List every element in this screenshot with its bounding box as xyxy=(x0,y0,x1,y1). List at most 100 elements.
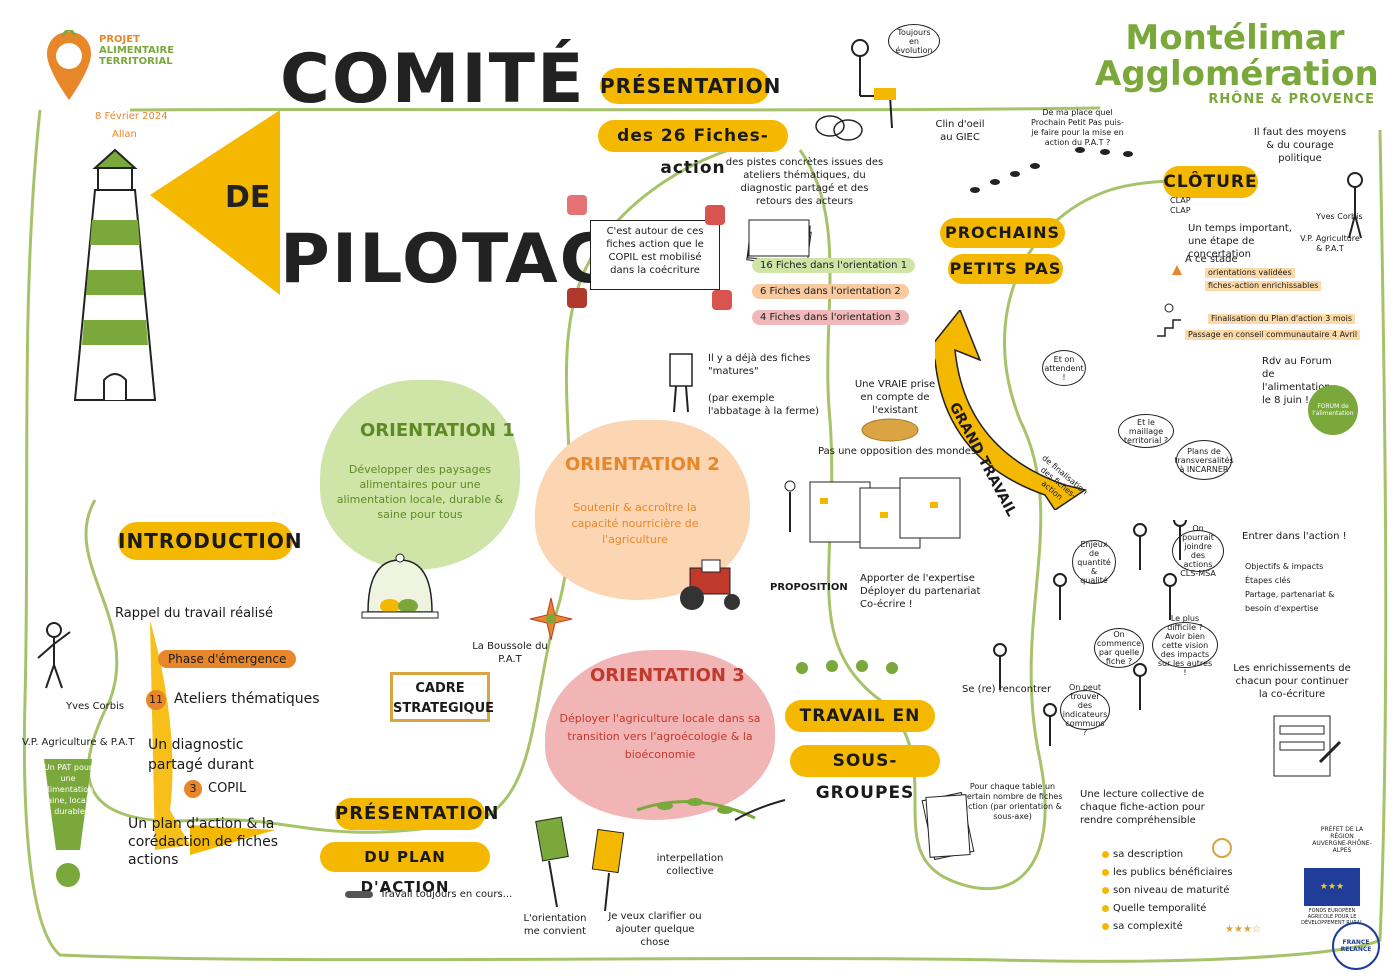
sous-groupes-line1: TRAVAIL EN xyxy=(785,700,935,732)
cloture-moyens: Il faut des moyens & du courage politiqu… xyxy=(1253,127,1347,164)
intro-phase: Phase d'émergence xyxy=(158,650,297,668)
hand-icon xyxy=(567,195,587,215)
intro-rappel: Rappel du travail réalisé xyxy=(115,606,274,621)
rencontrer-text: Se (re) rencontrer xyxy=(962,684,1052,695)
speech-bubble: Plans de transversalités à INCARNER xyxy=(1174,440,1234,480)
orientation2-title: ORIENTATION 2 xyxy=(565,454,720,475)
event-date: 8 Février 2024 xyxy=(95,111,168,122)
hand-icon xyxy=(712,290,732,310)
copil-note: C'est autour de ces fiches action que le… xyxy=(590,220,720,290)
hand-icon xyxy=(705,205,725,225)
workshop-boards-icon xyxy=(784,477,961,549)
opposition-text: Pas une opposition des mondes ! xyxy=(818,446,984,457)
lighthouse-icon xyxy=(73,110,280,401)
speech-bubble: Et le maillage territorial ? xyxy=(1118,414,1174,448)
document-character-icon xyxy=(669,353,693,413)
cloture-title: CLÔTURE xyxy=(1163,166,1258,198)
prochains-line2: PETITS PAS xyxy=(948,254,1063,284)
person-left-role: V.P. Agriculture & P.A.T xyxy=(22,737,135,748)
orientation1-title: ORIENTATION 1 xyxy=(360,420,515,441)
cloture-rdv: Rdv au Forum de l'alimentation le 8 juin… xyxy=(1262,356,1332,406)
vraie-prise: Une VRAIE prise en compte de l'existant xyxy=(854,379,936,416)
cadre-strategique: CADRE STRATEGIQUE xyxy=(390,672,494,722)
orientation3-text: Déployer l'agriculture locale dans sa tr… xyxy=(559,712,761,761)
critere-item: son niveau de maturité xyxy=(1102,882,1233,900)
matures-line2: (par exemple l'abbatage à la ferme) xyxy=(708,393,820,417)
person-left-name: Yves Corbis xyxy=(66,701,125,712)
clin-oeil-text: Clin d'oeil au GIEC xyxy=(935,119,985,143)
main-title: COMITÉ DE PILOTAGE xyxy=(225,40,664,320)
intro-plan: Un plan d'action & la corédaction de fic… xyxy=(128,816,279,868)
title-line1: COMITÉ xyxy=(280,40,586,119)
sitting-person-icon xyxy=(815,39,896,141)
lecture-text: Une lecture collective de chaque fiche-a… xyxy=(1080,789,1205,826)
speech-bubble-attendent: Et on attendent ! xyxy=(1042,350,1086,386)
clarifier-text: Je veux clarifier ou ajouter quelque cho… xyxy=(608,911,702,948)
eu-fund-text: FONDS EUROPÉEN AGRICOLE POUR LE DÉVELOPP… xyxy=(1301,908,1363,926)
introduction-title: INTRODUCTION xyxy=(118,522,302,560)
boussole-text: La Boussole du P.A.T xyxy=(472,641,548,665)
interpellation-text: interpellation collective xyxy=(656,853,724,877)
cloture-passage: Passage en conseil communautaire 4 Avril xyxy=(1185,330,1361,340)
cloture-finalisation: Finalisation du Plan d'action 3 mois xyxy=(1208,314,1356,324)
warning-icon xyxy=(1172,265,1182,275)
tractor-icon xyxy=(680,559,740,610)
speech-bubble-evolution: Toujours en évolution xyxy=(888,24,940,58)
stairs-person-icon xyxy=(1157,303,1181,337)
documents-stack-icon xyxy=(921,791,975,861)
eu-flag-icon: ★★★ xyxy=(1304,868,1360,906)
enrichissements-text: Les enrichissements de chacun pour conti… xyxy=(1233,663,1351,700)
pat-logo-line2: ALIMENTAIRE xyxy=(99,45,175,56)
map-pin-icon xyxy=(47,30,91,100)
orientation3-blob xyxy=(545,650,775,820)
hand-icon xyxy=(567,288,587,308)
person-right-name: Yves Corbis xyxy=(1316,212,1363,221)
grand-travail-arrow xyxy=(935,310,1087,510)
speech-bubble: Le plus difficile ? Avoir bien cette vis… xyxy=(1152,614,1218,677)
pat-badge: PAT xyxy=(62,70,79,79)
brand-name2: Agglomération xyxy=(1095,54,1379,94)
entrer-item: Partage, partenariat & besoin d'expertis… xyxy=(1245,590,1335,613)
title-de: DE xyxy=(225,180,271,215)
cloture-stade: A ce stade xyxy=(1185,254,1238,265)
orientation2-text: Soutenir & accroître la capacité nourric… xyxy=(571,501,699,546)
presentation-top-title: PRÉSENTATION xyxy=(600,68,780,104)
person-right-role: V.P. Agriculture & P.A.T xyxy=(1300,234,1360,253)
fiches-orientation-2: 6 Fiches dans l'orientation 2 xyxy=(752,284,909,299)
entrer-list: Objectifs & impacts Étapes clés Partage,… xyxy=(1245,560,1355,616)
proposition-text: Apporter de l'expertise Déployer du part… xyxy=(860,573,981,610)
cloture-validees: orientations validées xyxy=(1205,268,1295,278)
orientation1-blob xyxy=(320,380,520,570)
intro-arrow xyxy=(150,620,275,855)
pat-logo: PAT PROJET ALIMENTAIRE TERRITORIAL xyxy=(45,22,205,112)
presentation-top-subtitle: des 26 Fiches-action xyxy=(598,120,788,178)
speaker-person-icon xyxy=(37,622,71,689)
orientation-convient: L'orientation me convient xyxy=(523,913,587,937)
fiches-orientation-3: 4 Fiches dans l'orientation 3 xyxy=(752,310,909,325)
brand-sub: RHÔNE & PROVENCE xyxy=(1208,92,1375,107)
exclamation-text: Un PAT pour une alimentation saine, loca… xyxy=(42,763,94,816)
presentation-bottom-title: PRÉSENTATION xyxy=(335,798,498,830)
proposition-label: PROPOSITION xyxy=(770,582,848,593)
critere-item: sa complexité xyxy=(1102,918,1233,936)
speech-bubble: On commence par quelle fiche ? xyxy=(1094,628,1144,668)
critere-item: les publics bénéficiaires xyxy=(1102,864,1233,882)
presentation-bottom-subtitle: DU PLAN D'ACTION xyxy=(320,842,490,896)
critere-item: Quelle temporalité xyxy=(1102,900,1233,918)
intro-diagnostic: Un diagnostic partagé durant xyxy=(148,737,254,773)
cloture-temps: Un temps important, une étape de concert… xyxy=(1188,223,1292,260)
exclamation-icon xyxy=(44,759,92,887)
cloture-enrichissables: fiches-action enrichissables xyxy=(1205,281,1322,291)
stars-icon: ★★★☆ xyxy=(1225,924,1261,935)
brand-name1: Montélimar xyxy=(1125,18,1345,58)
entrer-item: Objectifs & impacts xyxy=(1245,562,1324,571)
ma-place-text: De ma place quel Prochain Petit Pas puis… xyxy=(1031,108,1124,147)
entrer-title: Entrer dans l'action ! xyxy=(1242,531,1347,542)
orientation3-title: ORIENTATION 3 xyxy=(590,665,745,686)
critere-item: sa description xyxy=(1102,846,1233,864)
matures-line1: Il y a déjà des fiches "matures" xyxy=(708,353,811,377)
group-people-icon xyxy=(993,520,1187,746)
magnifier-icon xyxy=(1212,838,1232,858)
speaker-person-icon xyxy=(1347,172,1363,239)
hay-bale-icon xyxy=(861,418,919,442)
